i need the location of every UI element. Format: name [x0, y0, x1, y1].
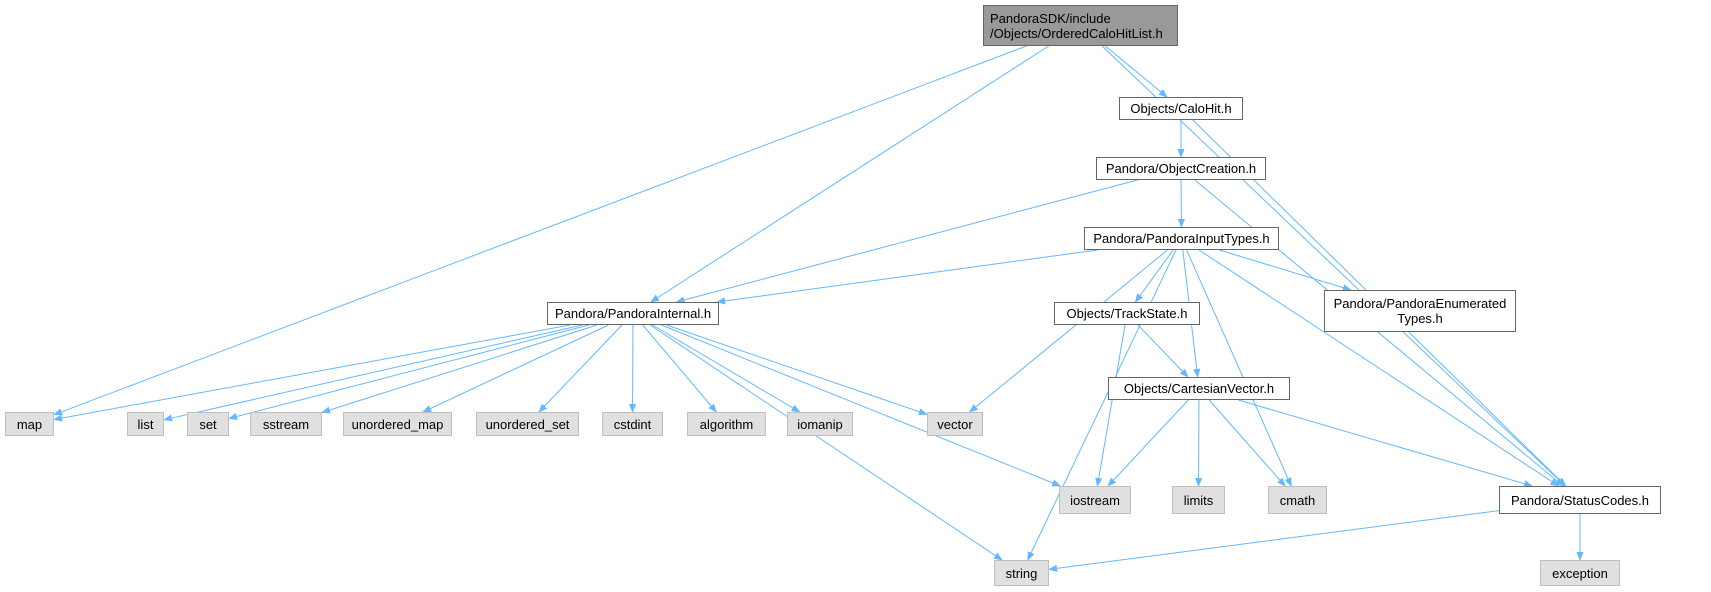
node-status-codes[interactable]: Pandora/StatusCodes.h: [1499, 486, 1661, 514]
node-sstream[interactable]: sstream: [250, 412, 322, 436]
node-map-label: map: [16, 416, 43, 432]
node-unordered-set[interactable]: unordered_set: [476, 412, 579, 436]
node-exception-label: exception: [1552, 565, 1608, 581]
edge-root-to-internal: [650, 45, 1049, 303]
edge-inputtypes-to-internal: [716, 249, 1098, 305]
edge-cartesian-to-statuscodes: [1238, 399, 1534, 488]
edge-objectcreation-to-statuscodes: [1194, 179, 1564, 487]
node-unordered-map[interactable]: unordered_map: [343, 412, 452, 436]
node-vector[interactable]: vector: [927, 412, 983, 436]
node-statuscodes-label: Pandora/StatusCodes.h: [1510, 492, 1650, 508]
edge-internal-to-map: [53, 324, 571, 422]
edge-internal-to-algorithm: [642, 324, 717, 413]
node-cstdint-label: cstdint: [613, 416, 652, 432]
node-ordered-calo-hit-list[interactable]: PandoraSDK/include /Objects/OrderedCaloH…: [983, 5, 1178, 46]
edge-inputtypes-to-cmath: [1186, 249, 1292, 487]
node-root-line2: /Objects/OrderedCaloHitList.h: [990, 25, 1163, 41]
node-track-state[interactable]: Objects/TrackState.h: [1054, 302, 1200, 325]
edge-statuscodes-to-string: [1048, 510, 1500, 572]
node-calohit-label: Objects/CaloHit.h: [1130, 101, 1232, 116]
edge-internal-to-sstream: [321, 324, 598, 414]
node-set[interactable]: set: [187, 412, 229, 436]
node-objectcreation-label: Pandora/ObjectCreation.h: [1105, 161, 1257, 176]
node-algorithm-label: algorithm: [699, 416, 754, 432]
node-sstream-label: sstream: [262, 416, 310, 432]
node-unordered-set-label: unordered_set: [485, 416, 570, 432]
edge-inputtypes-to-string: [1027, 249, 1177, 561]
node-cmath-label: cmath: [1279, 492, 1316, 508]
node-string[interactable]: string: [994, 560, 1049, 586]
node-object-creation[interactable]: Pandora/ObjectCreation.h: [1096, 157, 1266, 180]
node-vector-label: vector: [937, 416, 973, 432]
edge-internal-to-vector: [666, 324, 928, 416]
edge-internal-to-iostream: [661, 324, 1062, 487]
node-unordered-map-label: unordered_map: [351, 416, 444, 432]
edge-internal-to-set: [228, 324, 589, 420]
node-enumerated-line1: Pandora/PandoraEnumerated: [1333, 296, 1507, 311]
node-pandora-internal[interactable]: Pandora/PandoraInternal.h: [547, 302, 719, 325]
node-trackstate-label: Objects/TrackState.h: [1066, 306, 1188, 321]
node-iostream-label: iostream: [1070, 492, 1120, 508]
node-pandora-enumerated-types[interactable]: Pandora/PandoraEnumerated Types.h: [1324, 290, 1516, 332]
edge-cartesian-to-cmath: [1208, 399, 1286, 487]
node-enumerated-line2: Types.h: [1397, 311, 1443, 326]
edge-internal-to-unordered_map: [422, 324, 609, 413]
node-limits-label: limits: [1183, 492, 1214, 508]
node-cstdint[interactable]: cstdint: [602, 412, 663, 436]
node-iostream[interactable]: iostream: [1059, 486, 1131, 514]
edge-root-to-map: [53, 45, 1027, 416]
node-list-label: list: [137, 416, 154, 432]
node-cartesian-vector[interactable]: Objects/CartesianVector.h: [1108, 377, 1290, 400]
edge-root-to-calohit: [1105, 45, 1168, 98]
node-pandora-input-types[interactable]: Pandora/PandoraInputTypes.h: [1084, 227, 1279, 250]
node-iomanip[interactable]: iomanip: [787, 412, 853, 436]
node-limits[interactable]: limits: [1172, 486, 1225, 514]
edge-trackstate-to-cartesian: [1137, 324, 1189, 378]
edge-inputtypes-to-enumerated: [1219, 249, 1352, 292]
node-iomanip-label: iomanip: [797, 416, 843, 432]
edge-inputtypes-to-statuscodes: [1198, 249, 1560, 487]
node-inputtypes-label: Pandora/PandoraInputTypes.h: [1093, 231, 1270, 246]
node-cmath[interactable]: cmath: [1268, 486, 1327, 514]
node-cartesian-label: Objects/CartesianVector.h: [1123, 381, 1275, 396]
edge-internal-to-string: [649, 324, 1003, 561]
node-root-line1: PandoraSDK/include: [990, 10, 1111, 26]
edge-internal-to-list: [163, 324, 583, 422]
edge-inputtypes-to-vector: [968, 249, 1168, 413]
edge-trackstate-to-iostream: [1095, 324, 1126, 487]
edge-internal-to-unordered_set: [538, 324, 623, 413]
node-map[interactable]: map: [5, 412, 54, 436]
node-string-label: string: [1005, 565, 1038, 581]
node-algorithm[interactable]: algorithm: [687, 412, 766, 436]
node-exception[interactable]: exception: [1540, 560, 1620, 586]
node-calohit[interactable]: Objects/CaloHit.h: [1119, 97, 1243, 120]
node-list[interactable]: list: [127, 412, 164, 436]
edge-objectcreation-to-internal: [675, 179, 1138, 304]
node-internal-label: Pandora/PandoraInternal.h: [554, 306, 712, 321]
edge-cartesian-to-iostream: [1107, 399, 1189, 487]
edge-inputtypes-to-trackstate: [1134, 249, 1174, 303]
node-set-label: set: [199, 416, 217, 432]
edge-internal-to-iomanip: [652, 324, 801, 413]
